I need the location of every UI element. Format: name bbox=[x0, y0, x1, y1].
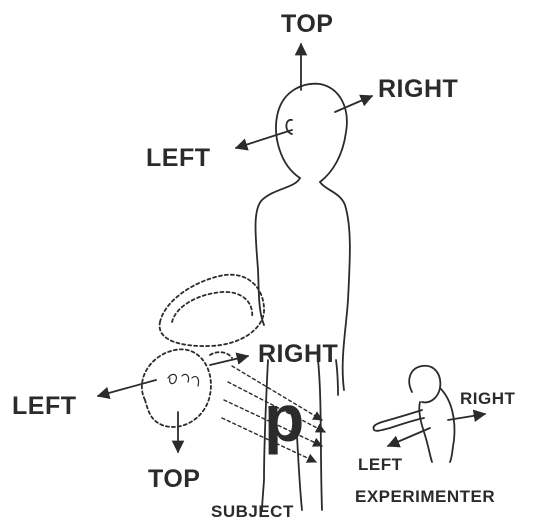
subject-top-label: TOP bbox=[281, 12, 333, 37]
experimenter-head bbox=[409, 366, 440, 403]
subject-head bbox=[276, 84, 347, 182]
card-left-label: LEFT bbox=[12, 394, 77, 419]
experimenter-figure bbox=[373, 366, 454, 462]
experimenter-arm bbox=[373, 410, 424, 431]
dotted-hands bbox=[142, 275, 264, 427]
card-right-arrow bbox=[210, 356, 248, 365]
subject-left-label: LEFT bbox=[146, 146, 211, 171]
subject-right-leg bbox=[318, 360, 322, 510]
card-right-label: RIGHT bbox=[258, 342, 338, 367]
experimenter-right-label: RIGHT bbox=[460, 390, 515, 407]
subject-left-outline bbox=[256, 178, 301, 325]
experimenter-left-arrow bbox=[388, 428, 430, 446]
card-letter-p: p bbox=[264, 385, 304, 451]
subject-left-arrow bbox=[236, 130, 292, 148]
card-mark bbox=[168, 374, 199, 386]
card-top-label: TOP bbox=[148, 467, 200, 492]
card-left-arrow bbox=[98, 380, 156, 396]
experimenter-left-label: LEFT bbox=[358, 456, 403, 473]
experimenter-caption: EXPERIMENTER bbox=[355, 488, 495, 505]
subject-right-label: RIGHT bbox=[378, 77, 458, 102]
subject-caption: SUBJECT bbox=[211, 503, 294, 520]
experimenter-back bbox=[440, 388, 454, 462]
